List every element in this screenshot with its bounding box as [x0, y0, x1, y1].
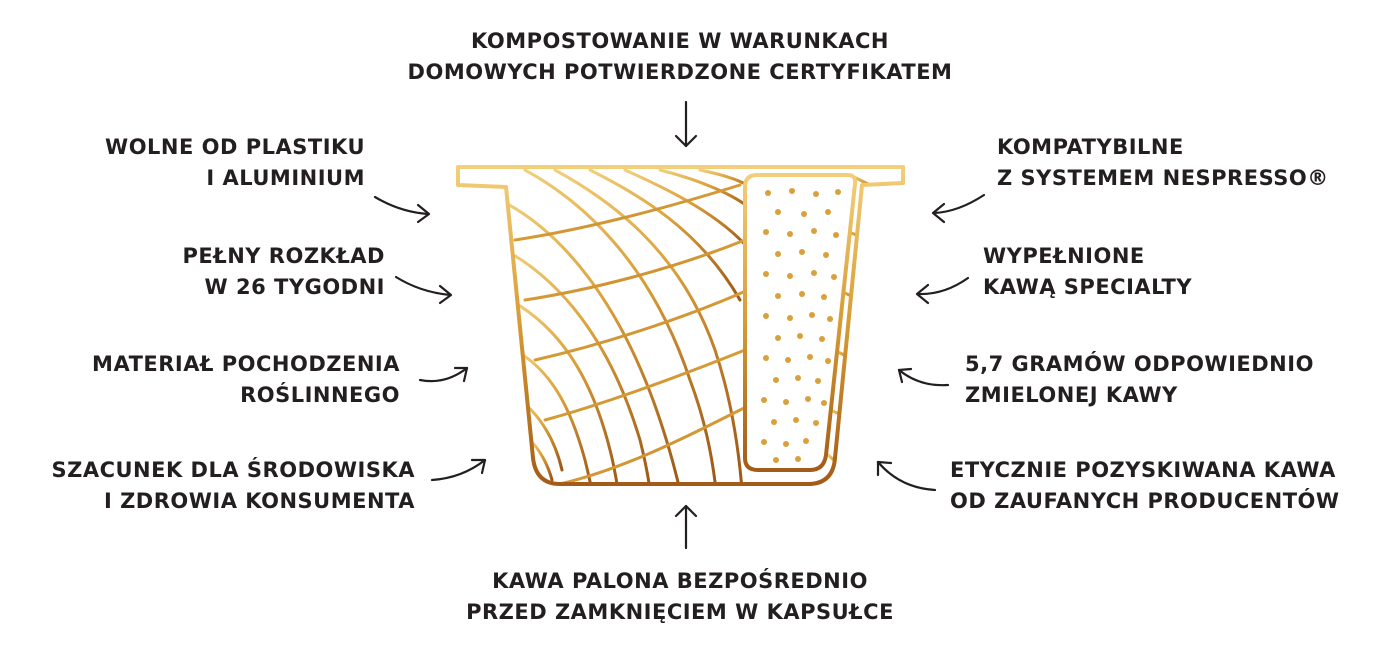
label-ethically-sourced: ETYCZNIE POZYSKIWANA KAWA OD ZAUFANYCH P… — [950, 458, 1340, 513]
arrow-icon — [915, 276, 970, 305]
arrow-icon — [418, 366, 469, 383]
label-fresh-roasted: KAWA PALONA BEZPOŚREDNIO PRZED ZAMKNIĘCI… — [466, 569, 894, 624]
label-nespresso-compatible: KOMPATYBILNE Z SYSTEMEM NESPRESSO® — [997, 135, 1329, 190]
label-compostable: KOMPOSTOWANIE W WARUNKACH DOMOWYCH POTWI… — [407, 29, 953, 84]
arrow-icon — [394, 275, 453, 305]
label-full-decomposition: PEŁNY ROZKŁAD W 26 TYGODNI — [182, 244, 385, 299]
arrow-icon — [674, 100, 698, 148]
label-grams-ground: 5,7 GRAMÓW ODPOWIEDNIO ZMIELONEJ KAWY — [965, 352, 1314, 407]
capsule-illustration — [456, 165, 905, 486]
label-plant-based-material: MATERIAŁ POCHODZENIA ROŚLINNEGO — [92, 352, 400, 407]
arrow-icon — [876, 460, 937, 492]
label-environment-respect: SZACUNEK DLA ŚRODOWISKA I ZDROWIA KONSUM… — [51, 458, 415, 513]
arrow-icon — [931, 193, 986, 224]
label-plastic-free: WOLNE OD PLASTIKU I ALUMINIUM — [105, 135, 365, 190]
arrow-icon — [373, 195, 431, 224]
arrow-icon — [430, 458, 487, 482]
arrow-icon — [897, 367, 950, 387]
label-specialty-coffee: WYPEŁNIONE KAWĄ SPECIALTY — [983, 244, 1193, 299]
arrow-icon — [674, 504, 698, 550]
